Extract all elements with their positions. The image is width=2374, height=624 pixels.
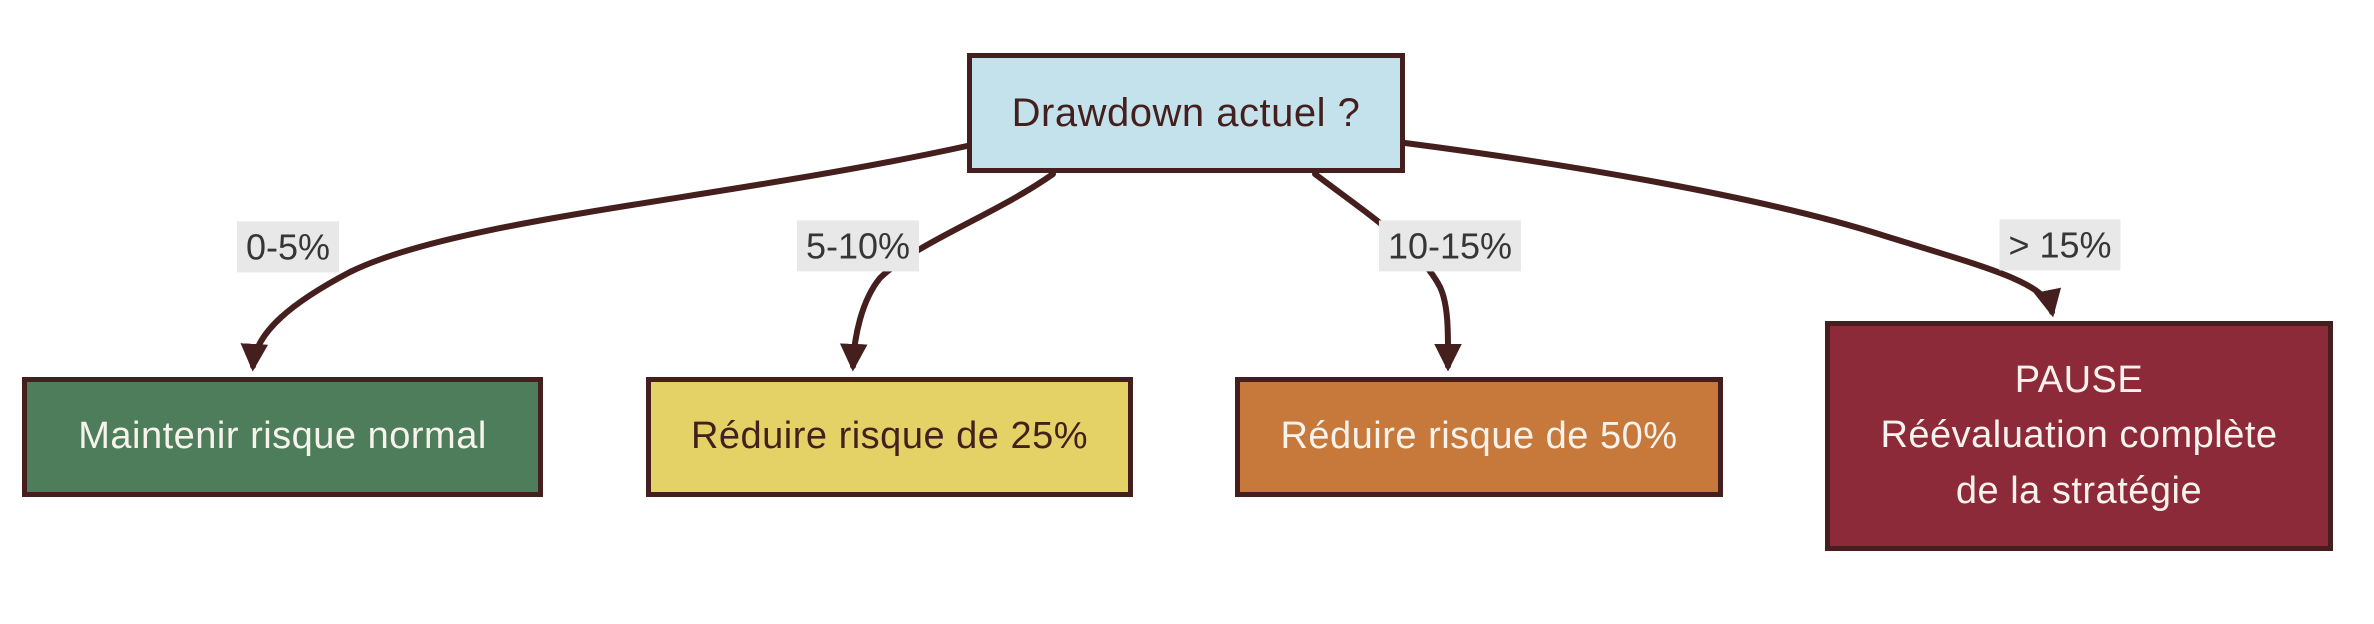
pause-line-2: Réévaluation complète [1880,414,2278,457]
node-action-reduce-50: Réduire risque de 50% [1235,377,1723,497]
node-action-reduce-25: Réduire risque de 25% [646,377,1133,497]
edge-label-0-5: 0-5% [236,221,340,273]
node-action-pause: PAUSE Réévaluation complète de la straté… [1825,321,2333,551]
edge-label-10-15: 10-15% [1378,220,1522,272]
node-action-maintain-risk: Maintenir risque normal [22,377,543,497]
edge-label-5-10: 5-10% [796,220,920,272]
node-root-question: Drawdown actuel ? [967,53,1405,173]
pause-line-1: PAUSE [2014,359,2144,402]
edge-label-gt-15: > 15% [1999,219,2121,271]
pause-line-3: de la stratégie [1955,469,2203,512]
